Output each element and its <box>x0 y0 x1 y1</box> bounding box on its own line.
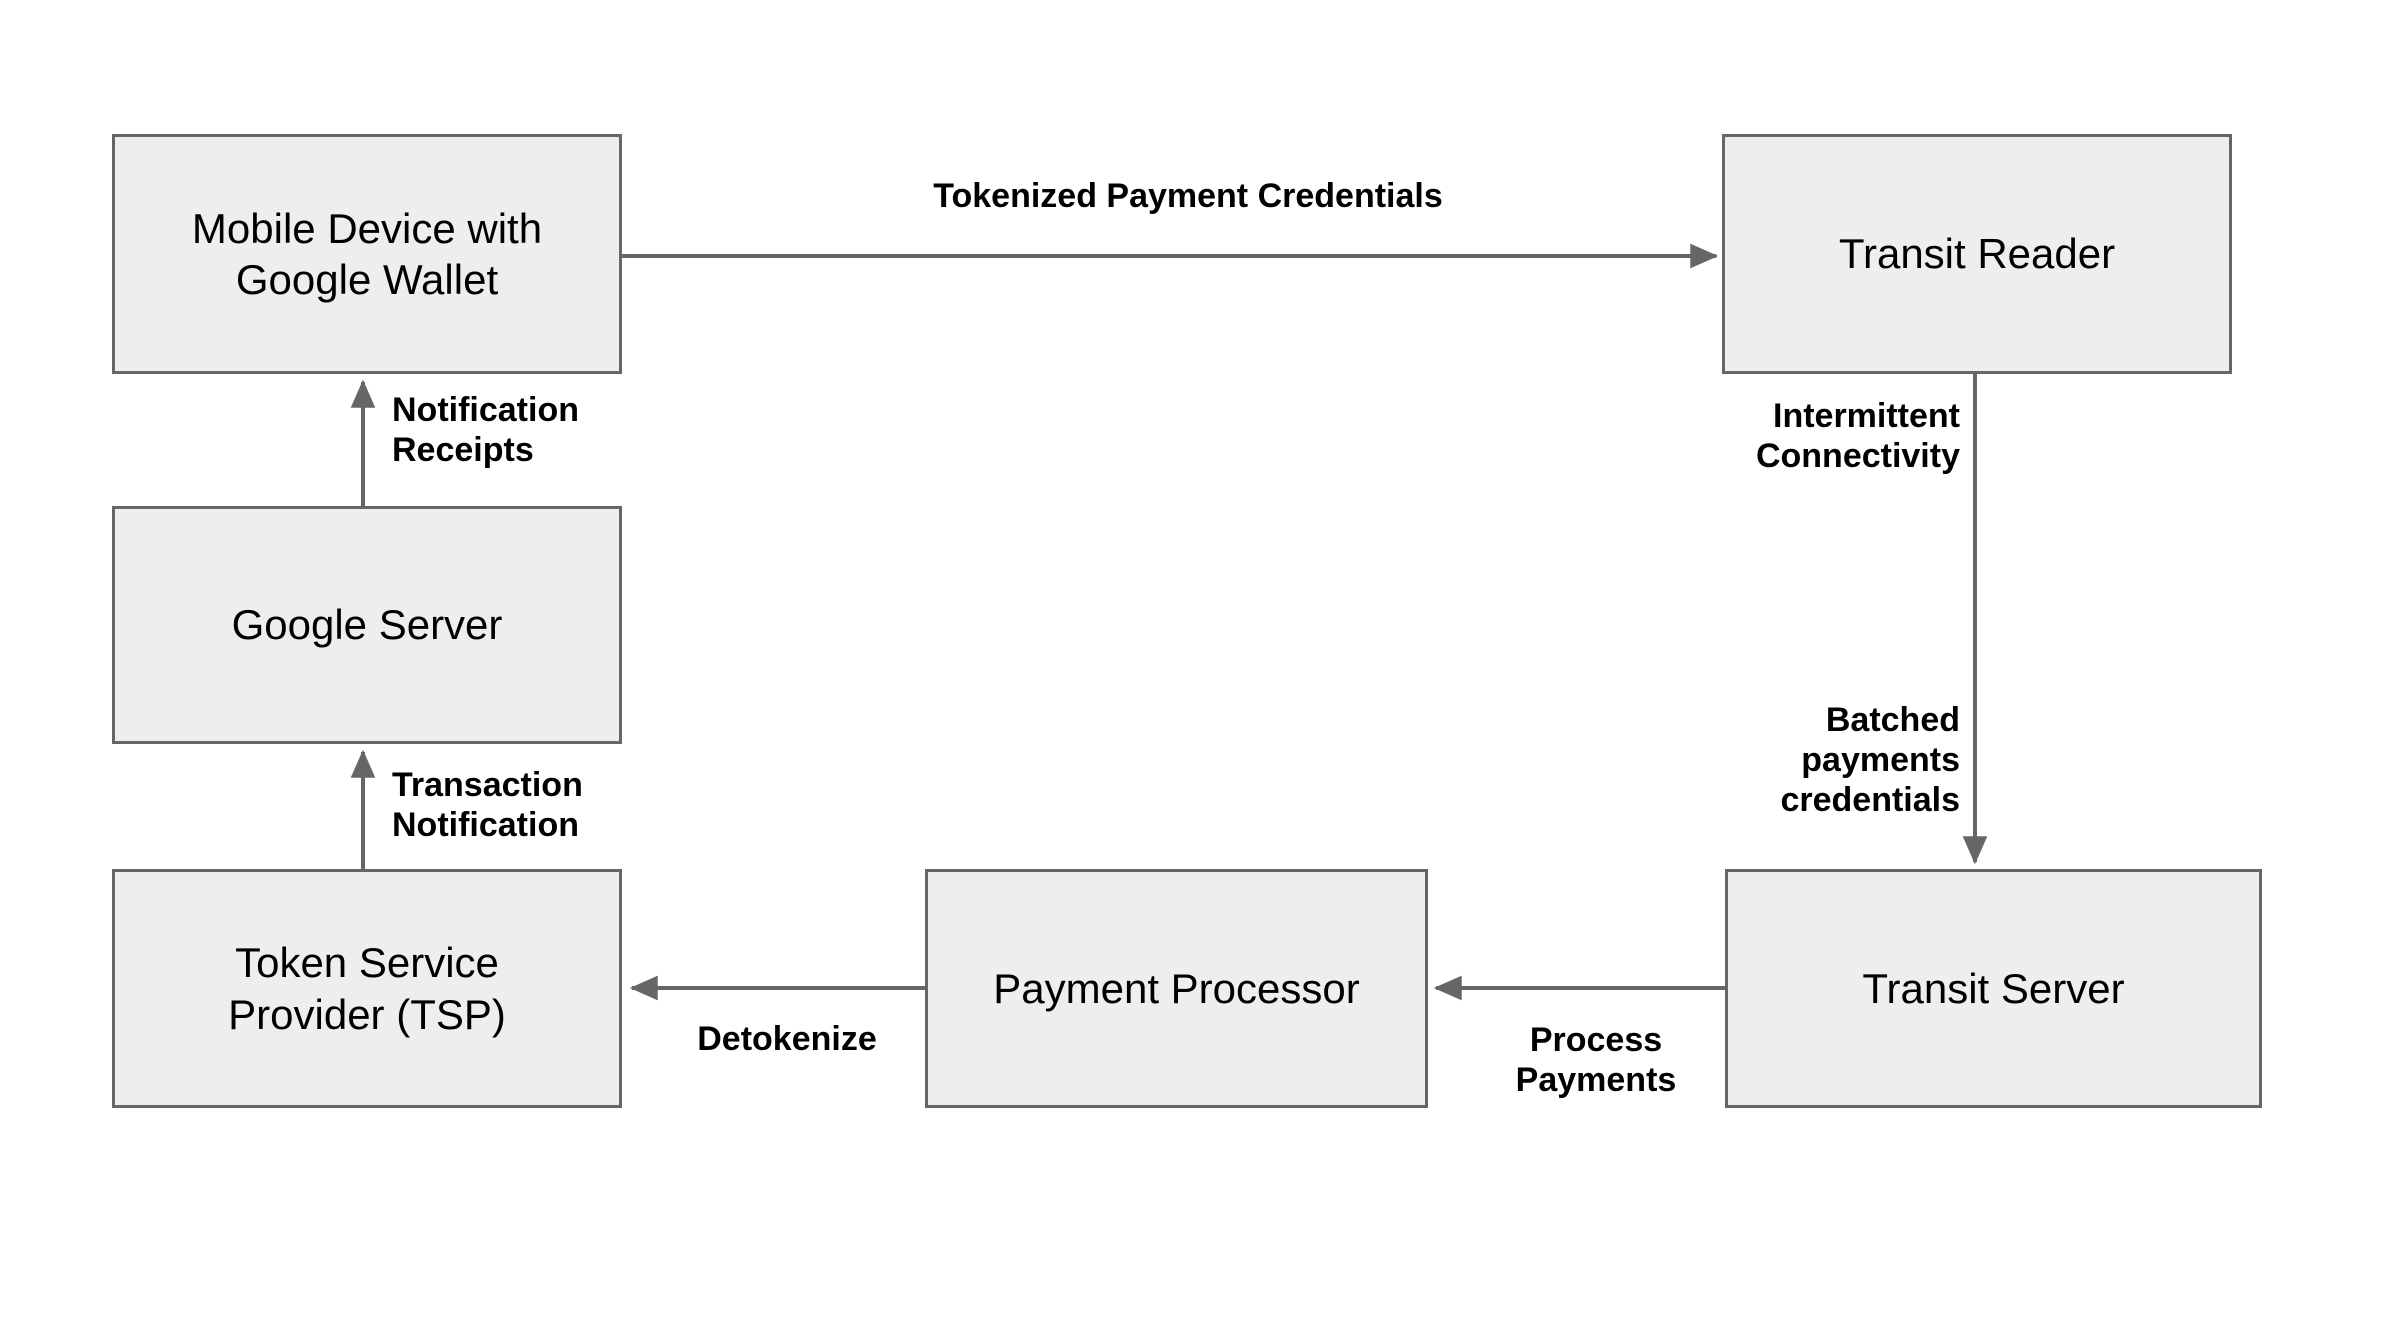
node-google-server[interactable]: Google Server <box>112 506 622 744</box>
node-label: Mobile Device with Google Wallet <box>191 204 543 303</box>
edge-label-tokenized-payment-credentials: Tokenized Payment Credentials <box>933 177 1443 215</box>
node-transit-server[interactable]: Transit Server <box>1725 869 2262 1108</box>
edge-label-notification-receipts: Notification Receipts <box>392 391 579 470</box>
edge-label-detokenize: Detokenize <box>697 1020 877 1058</box>
node-label: Google Server <box>231 601 503 649</box>
node-label: Payment Processor <box>993 964 1360 1012</box>
node-label: Token Service Provider (TSP) <box>228 939 506 1038</box>
edge-label-intermittent-connectivity: Intermittent Connectivity <box>1755 397 1960 476</box>
node-label: Transit Reader <box>1838 230 2116 278</box>
edge-label-transaction-notification: Transaction Notification <box>392 766 583 845</box>
node-token-service-provider[interactable]: Token Service Provider (TSP) <box>112 869 622 1108</box>
edge-label-batched-payments-credentials: Batched payments credentials <box>1780 701 1960 820</box>
node-payment-processor[interactable]: Payment Processor <box>925 869 1428 1108</box>
edge-label-process-payments: Process Payments <box>1515 1021 1677 1100</box>
node-label: Transit Server <box>1862 964 2125 1012</box>
node-transit-reader[interactable]: Transit Reader <box>1722 134 2232 374</box>
node-mobile-device-with-google-wallet[interactable]: Mobile Device with Google Wallet <box>112 134 622 374</box>
